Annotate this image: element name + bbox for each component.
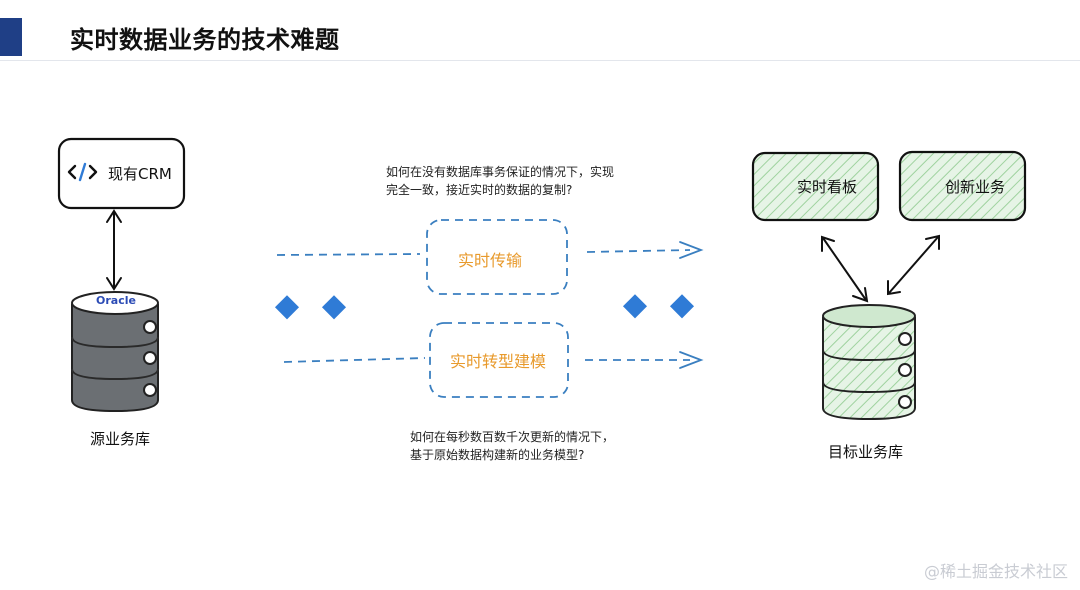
crm-label: 现有CRM <box>108 165 172 183</box>
flow-line-top-right <box>586 249 691 253</box>
innovation-db-arrow <box>887 234 940 296</box>
watermark: @稀土掘金技术社区 <box>923 562 1068 581</box>
innovation-label: 创新业务 <box>945 178 1006 196</box>
source-db-cylinder <box>71 291 159 413</box>
arrowhead-bottom <box>679 351 704 369</box>
diamond-marker <box>274 295 300 320</box>
dashboard-box <box>751 151 880 222</box>
stage-transfer-label: 实时传输 <box>458 251 523 270</box>
crm-box <box>57 137 186 210</box>
diamond-marker <box>622 294 648 319</box>
diamond-marker <box>321 295 347 320</box>
dashboard-db-arrow <box>821 235 869 303</box>
target-db-cylinder <box>822 304 916 421</box>
innovation-box <box>898 150 1027 222</box>
dashboard-label: 实时看板 <box>797 178 858 196</box>
title-divider <box>0 60 1080 61</box>
question-top: 如何在没有数据库事务保证的情况下，实现 完全一致，接近实时的数据的复制? <box>386 163 614 199</box>
flow-line-top-left <box>276 253 421 256</box>
question-bottom-line: 如何在每秒数百数千次更新的情况下， <box>410 430 615 444</box>
title-accent-bar <box>0 18 22 56</box>
code-icon <box>67 162 98 182</box>
stage-box-modeling <box>429 322 569 398</box>
page-title: 实时数据业务的技术难题 <box>70 26 340 54</box>
diamond-marker <box>669 294 695 319</box>
arrowhead-top <box>679 241 704 259</box>
oracle-brand-label: Oracle <box>96 294 136 307</box>
source-db-label: 源业务库 <box>90 430 151 448</box>
stage-modeling-label: 实时转型建模 <box>450 352 547 371</box>
target-db-label: 目标业务库 <box>828 443 904 461</box>
question-bottom-line: 基于原始数据构建新的业务模型? <box>410 448 585 462</box>
stage-box-transfer <box>426 219 568 295</box>
question-top-line: 完全一致，接近实时的数据的复制? <box>386 183 573 197</box>
crm-db-arrow <box>106 209 122 291</box>
question-bottom: 如何在每秒数百数千次更新的情况下， 基于原始数据构建新的业务模型? <box>410 428 614 464</box>
question-top-line: 如何在没有数据库事务保证的情况下，实现 <box>386 165 615 179</box>
flow-line-bottom-left <box>283 357 426 363</box>
